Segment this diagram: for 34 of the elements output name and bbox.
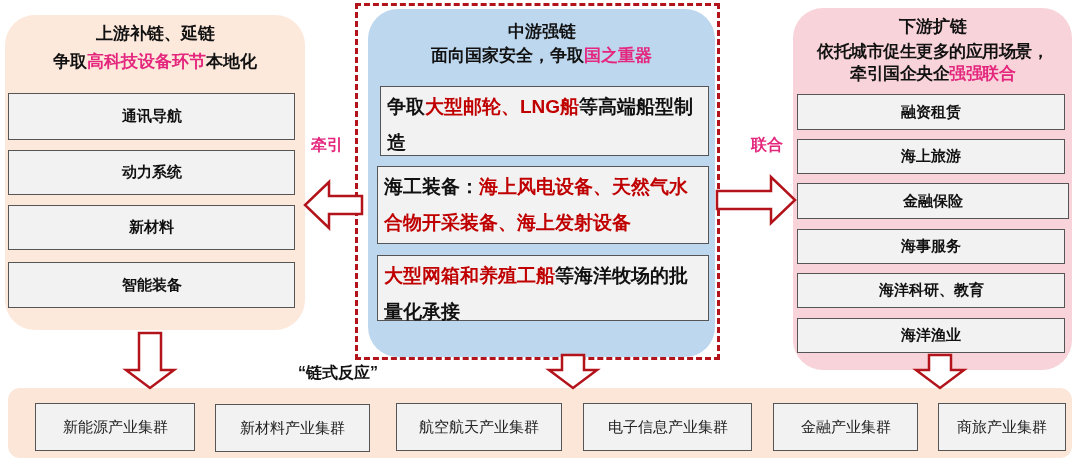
side-panel <box>5 15 305 330</box>
item-box: 融资租赁 <box>797 94 1065 130</box>
panel-heading: 下游扩链 <box>897 16 968 38</box>
block-arrow <box>122 331 178 390</box>
cluster-box: 新材料产业集群 <box>215 404 370 452</box>
item-box: 海事服务 <box>797 229 1065 264</box>
item-box: 金融保险 <box>797 183 1069 219</box>
block-arrow <box>545 353 601 390</box>
block-arrow <box>303 179 364 231</box>
text-box: 大型网箱和养殖工船等海洋牧场的批量化承接 <box>377 255 709 321</box>
block-arrow <box>715 174 797 226</box>
panel-heading: “链式反应” <box>298 363 378 383</box>
text-box: 海工装备：海上风电设备、天然气水合物开采装备、海上发射设备 <box>377 166 709 244</box>
item-box: 海洋科研、教育 <box>797 273 1065 308</box>
side-panel <box>793 8 1072 370</box>
item-box: 智能装备 <box>8 262 295 308</box>
item-box: 通讯导航 <box>8 93 295 140</box>
cluster-box: 商旅产业集群 <box>938 403 1066 451</box>
panel-heading: 面向国家安全，争取国之重器 <box>430 45 653 67</box>
item-box: 动力系统 <box>8 150 295 195</box>
block-arrow <box>912 353 968 390</box>
item-box: 海上旅游 <box>797 139 1065 174</box>
cluster-box: 新能源产业集群 <box>35 403 195 451</box>
item-box: 新材料 <box>8 205 295 250</box>
cluster-box: 航空航天产业集群 <box>396 403 562 451</box>
edge-label: 联合 <box>750 135 784 156</box>
panel-heading: 争取高科技设备环节本地化 <box>52 51 258 73</box>
text-box: 争取大型邮轮、LNG船等高端船型制造 <box>380 86 709 156</box>
panel-heading: 依托城市促生更多的应用场景，牵引国企央企强强联合 <box>816 41 1049 84</box>
panel-heading: 中游强链 <box>506 21 577 43</box>
item-box: 海洋渔业 <box>797 318 1065 353</box>
cluster-box: 电子信息产业集群 <box>583 403 752 451</box>
cluster-box: 金融产业集群 <box>773 403 918 451</box>
panel-heading: 上游补链、延链 <box>94 23 216 45</box>
